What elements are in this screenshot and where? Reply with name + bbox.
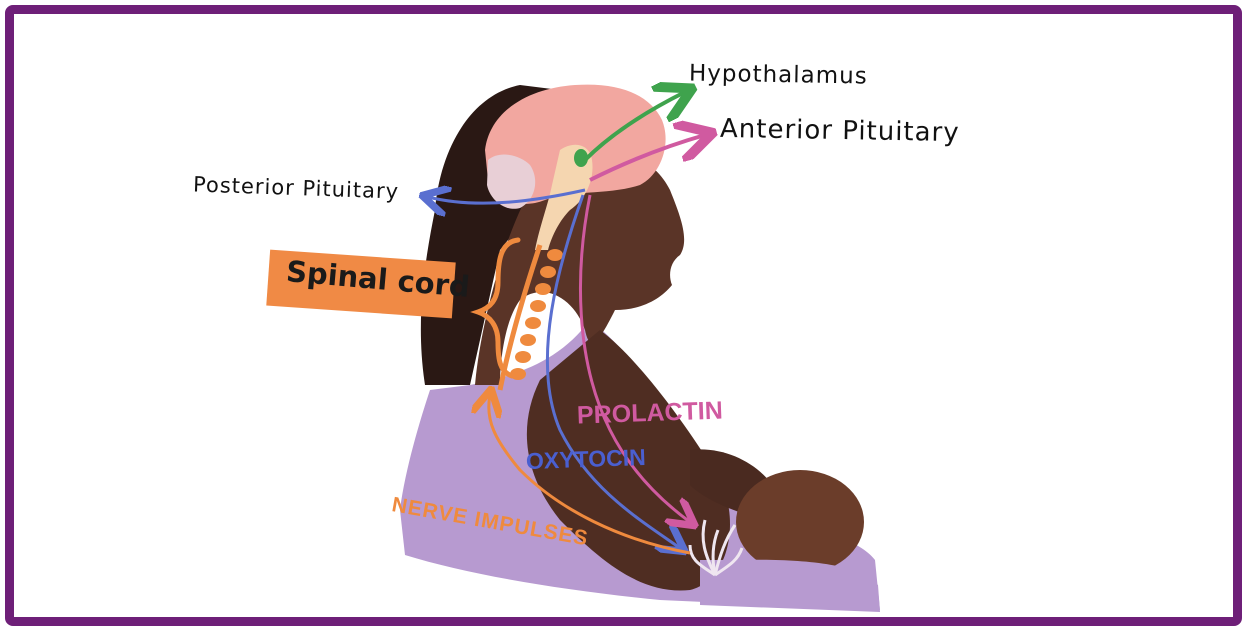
label-anterior-pituitary: Anterior Pituitary: [720, 114, 960, 148]
label-hypothalamus: Hypothalamus: [689, 60, 868, 89]
label-prolactin: PROLACTIN: [577, 396, 724, 430]
label-oxytocin: OXYTOCIN: [526, 444, 647, 475]
baby-head: [736, 470, 864, 574]
